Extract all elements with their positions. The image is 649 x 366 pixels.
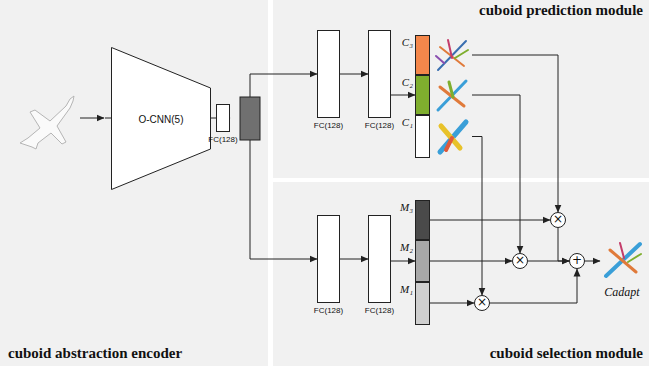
encoder-panel [0, 0, 268, 366]
connector [340, 74, 368, 75]
connector [472, 137, 482, 296]
cuboid-set-segment: C₁ [415, 115, 472, 158]
cuboid-icon [440, 122, 466, 152]
connector [472, 95, 520, 253]
multiply-op: × [474, 295, 490, 311]
encoder-network: O-CNN(5) [105, 47, 217, 190]
layer-label: FC(128) [365, 306, 394, 315]
fc-layer: FC(128) [368, 215, 391, 303]
node-label: × [475, 296, 489, 310]
segment-fill [415, 75, 430, 115]
segment-fill [415, 115, 430, 158]
connector [340, 259, 368, 260]
prediction-panel [273, 0, 649, 178]
segment-fill [415, 240, 430, 282]
cuboid-set-segment: C₃ [415, 35, 472, 75]
symbol-label: M₁ [400, 283, 413, 296]
connector [490, 269, 577, 303]
multiply-op: × [512, 253, 528, 269]
cuboid-icon [606, 243, 641, 276]
output-node: Cadapt [600, 238, 644, 300]
connector [528, 261, 569, 262]
connector [391, 95, 415, 96]
module-panel: cuboid prediction moduleFC(128) FC(128) C₃… [273, 0, 649, 178]
input-arrow [80, 118, 104, 119]
segment-fill [415, 282, 430, 325]
fc-layer: FC(128) [317, 30, 340, 118]
feature-vector [240, 97, 260, 140]
connector [558, 228, 569, 261]
module-title: cuboid abstraction encoder [8, 345, 182, 362]
symbol-label: M₃ [400, 201, 413, 214]
segment-fill [415, 35, 430, 75]
layer-label: FC(128) [208, 135, 237, 144]
multiply-op: × [550, 212, 566, 228]
node-label: O-CNN(5) [105, 113, 217, 124]
cuboid-icon [438, 81, 466, 110]
module-panel: cuboid selection moduleFC(128)FC(128)M₃M… [273, 182, 649, 366]
cuboid-set-segment: C₂ [415, 75, 472, 115]
connector [430, 303, 474, 304]
layer-label: FC(128) [314, 306, 343, 315]
selection-segment: M₃ [415, 200, 430, 240]
sum-op: + [569, 253, 585, 269]
module-title: cuboid prediction module [479, 2, 643, 19]
connector [430, 220, 550, 221]
connector [430, 261, 512, 262]
fc-layer: FC(128) [216, 104, 230, 132]
fc-layer: FC(128) [317, 215, 340, 303]
node-label: × [513, 254, 527, 268]
module-panel: cuboid abstraction encoderO-CNN(5)FC(128… [0, 0, 268, 366]
connector [391, 261, 415, 262]
node-label: + [570, 254, 584, 268]
symbol-label: C₂ [402, 76, 413, 89]
segment-fill [415, 200, 430, 240]
node-label: × [551, 213, 565, 227]
layer-label: FC(128) [365, 121, 394, 130]
symbol-label: M₂ [400, 241, 413, 254]
fc-layer: FC(128) [368, 30, 391, 118]
layer-label: FC(128) [314, 121, 343, 130]
node-label: Cadapt [600, 285, 644, 300]
connector [472, 55, 558, 212]
symbol-label: C₁ [402, 116, 413, 129]
branch-arrow [250, 74, 317, 97]
selection-segment: M₂ [415, 240, 430, 282]
selection-segment: M₁ [415, 282, 430, 325]
module-title: cuboid selection module [490, 345, 643, 362]
airplane-illustration [20, 96, 74, 149]
branch-arrow [250, 140, 317, 259]
selection-panel [273, 182, 649, 366]
cuboid-icon [436, 40, 468, 70]
symbol-label: C₃ [402, 36, 413, 49]
connector [585, 261, 600, 262]
